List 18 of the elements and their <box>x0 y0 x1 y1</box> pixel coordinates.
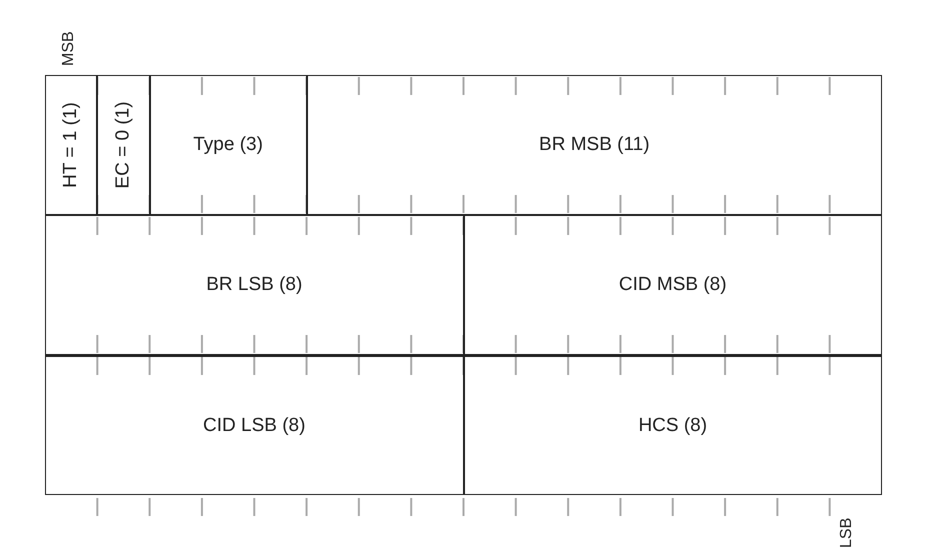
bit-order-label: MSB <box>60 31 78 66</box>
field-label: BR MSB (11) <box>539 134 650 156</box>
bit-field-cell <box>464 215 882 355</box>
bit-field-cell <box>464 355 882 495</box>
field-label: CID LSB (8) <box>203 414 306 436</box>
bit-field-cell <box>97 75 150 215</box>
bit-field-cell <box>306 75 882 215</box>
field-label: CID MSB (8) <box>618 274 727 296</box>
bit-field-cell <box>45 75 98 215</box>
bit-order-label: LSB <box>838 518 856 548</box>
field-label: HT = 1 (1) <box>60 102 82 188</box>
bit-field-cell <box>45 215 464 355</box>
field-label: BR LSB (8) <box>206 274 302 296</box>
field-label: HCS (8) <box>638 414 708 436</box>
field-label: Type (3) <box>193 134 263 156</box>
field-label: EC = 0 (1) <box>112 101 134 189</box>
bit-field-cell <box>45 355 464 495</box>
bit-field-cell <box>150 75 307 215</box>
